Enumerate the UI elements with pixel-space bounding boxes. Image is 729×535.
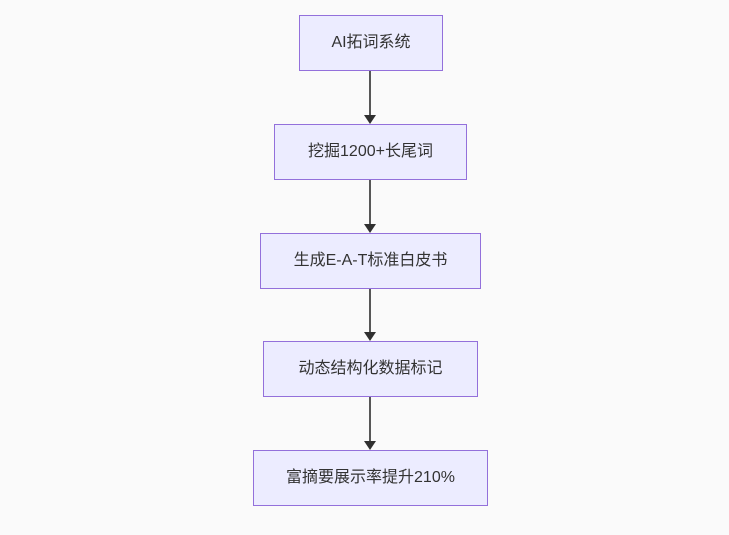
arrow-head-icon bbox=[364, 224, 376, 233]
flow-node-structured-data-markup: 动态结构化数据标记 bbox=[263, 341, 478, 397]
arrow-head-icon bbox=[364, 441, 376, 450]
flow-node-ai-keyword-system: AI拓词系统 bbox=[299, 15, 443, 71]
arrow-line bbox=[369, 71, 371, 116]
arrow-line bbox=[369, 397, 371, 442]
flow-node-label: AI拓词系统 bbox=[331, 34, 411, 52]
flow-arrow-4 bbox=[364, 397, 377, 450]
arrow-line bbox=[369, 289, 371, 333]
flow-arrow-1 bbox=[364, 71, 377, 124]
flow-node-longtail-mining: 挖掘1200+长尾词 bbox=[274, 124, 467, 180]
arrow-head-icon bbox=[364, 332, 376, 341]
flow-node-label: 挖掘1200+长尾词 bbox=[308, 143, 433, 161]
flow-node-label: 动态结构化数据标记 bbox=[298, 360, 443, 378]
flow-node-rich-snippet-result: 富摘要展示率提升210% bbox=[253, 450, 488, 506]
flow-arrow-2 bbox=[364, 180, 377, 233]
flow-node-label: 富摘要展示率提升210% bbox=[286, 469, 455, 487]
arrow-line bbox=[369, 180, 371, 225]
flow-node-label: 生成E-A-T标准白皮书 bbox=[293, 252, 448, 270]
arrow-head-icon bbox=[364, 115, 376, 124]
flow-node-eat-whitepaper: 生成E-A-T标准白皮书 bbox=[260, 233, 481, 289]
flow-arrow-3 bbox=[364, 289, 377, 341]
